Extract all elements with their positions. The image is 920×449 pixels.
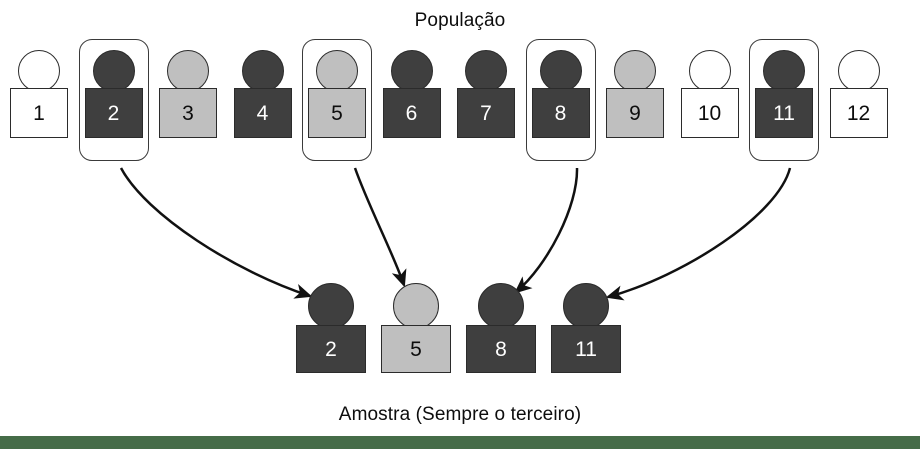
person-circle-icon	[763, 50, 805, 92]
arrow-from-5	[353, 167, 407, 288]
person-circle-icon	[478, 283, 524, 329]
arrow-from-8	[514, 167, 579, 294]
population-item-label-box: 4	[233, 88, 292, 138]
population-item-3[interactable]: 3	[159, 50, 217, 158]
sample-item-label-box: 8	[466, 325, 536, 373]
population-item-label-box: 2	[84, 88, 143, 138]
person-circle-icon	[241, 50, 284, 92]
person-circle-icon	[390, 50, 433, 92]
person-circle-icon	[539, 50, 582, 92]
population-item-label-box: 12	[829, 88, 888, 138]
population-item-10[interactable]: 10	[680, 50, 739, 158]
sample-item-label-box: 2	[296, 325, 366, 373]
footer-bar	[0, 436, 920, 449]
population-item-label-box: 5	[308, 88, 366, 138]
population-item-label-box: 11	[755, 88, 813, 138]
sample-item-2[interactable]: 2	[296, 283, 366, 381]
sample-item-label-box: 11	[551, 325, 621, 373]
population-item-7[interactable]: 7	[457, 50, 515, 158]
arrow-from-11	[605, 167, 792, 301]
sample-item-5[interactable]: 5	[381, 283, 451, 381]
sample-title: Amostra (Sempre o terceiro)	[338, 404, 582, 425]
person-circle-icon	[316, 50, 358, 92]
population-item-11[interactable]: 11	[749, 39, 819, 161]
population-item-label-box: 1	[10, 88, 68, 138]
sample-item-label-box: 5	[381, 325, 451, 373]
person-circle-icon	[308, 283, 354, 329]
population-item-6[interactable]: 6	[382, 50, 441, 158]
person-circle-icon	[465, 50, 507, 92]
person-circle-icon	[614, 50, 656, 92]
population-item-1[interactable]: 1	[10, 50, 68, 158]
population-item-9[interactable]: 9	[606, 50, 664, 158]
person-circle-icon	[688, 50, 731, 92]
population-item-label-box: 8	[531, 88, 590, 138]
population-item-label-box: 7	[457, 88, 515, 138]
population-item-label-box: 10	[680, 88, 739, 138]
sample-item-8[interactable]: 8	[466, 283, 536, 381]
sample-item-11[interactable]: 11	[551, 283, 621, 381]
population-item-4[interactable]: 4	[233, 50, 292, 158]
population-item-label-box: 3	[159, 88, 217, 138]
person-circle-icon	[167, 50, 209, 92]
person-circle-icon	[18, 50, 60, 92]
person-circle-icon	[393, 283, 439, 329]
person-circle-icon	[563, 283, 609, 329]
population-item-8[interactable]: 8	[525, 39, 596, 161]
population-item-5[interactable]: 5	[302, 39, 372, 161]
person-circle-icon	[92, 50, 135, 92]
arrow-from-2	[119, 167, 313, 299]
population-item-12[interactable]: 12	[829, 50, 888, 158]
population-title: População	[414, 10, 506, 31]
person-circle-icon	[837, 50, 880, 92]
population-item-label-box: 6	[382, 88, 441, 138]
population-item-label-box: 9	[606, 88, 664, 138]
population-item-2[interactable]: 2	[78, 39, 149, 161]
